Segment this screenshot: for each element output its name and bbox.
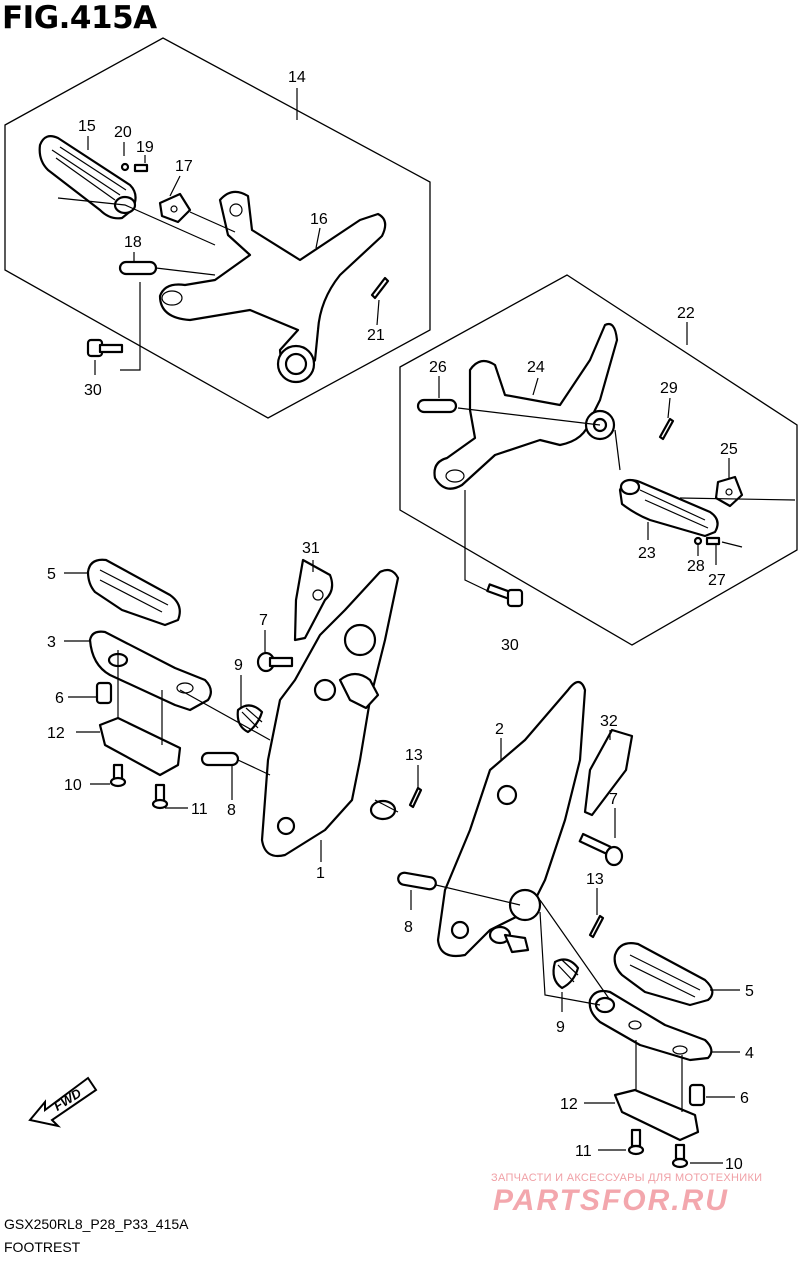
bolt-left [86, 338, 124, 358]
callout-29: 29 [660, 380, 678, 397]
callout-7-right: 7 [609, 791, 618, 808]
rear-bracket-left [158, 190, 387, 384]
front-footrest-rubber-right [613, 942, 714, 1007]
screw-11-left [151, 783, 169, 810]
small-bolt-6-left [95, 681, 113, 705]
figure-caption: FOOTREST [4, 1239, 81, 1255]
front-bracket-left [260, 568, 400, 858]
callout-6-right: 6 [740, 1090, 749, 1107]
watermark-tagline: ЗАПЧАСТИ И АКСЕССУАРЫ ДЛЯ МОТОТЕХНИКИ [491, 1172, 763, 1184]
spring-9-right [552, 958, 580, 990]
rear-pin-left [118, 260, 158, 276]
callout-12-left: 12 [47, 725, 65, 742]
callout-21: 21 [367, 327, 385, 344]
callout-5-right: 5 [745, 983, 754, 1000]
callout-11-right: 11 [575, 1143, 592, 1160]
bolt-7-right [578, 832, 624, 867]
callout-24: 24 [527, 359, 545, 376]
screw-10-left [109, 763, 127, 788]
callout-31: 31 [302, 540, 320, 557]
callout-10-right: 10 [725, 1156, 743, 1173]
callout-13-left: 13 [405, 747, 423, 764]
callout-16: 16 [310, 211, 328, 228]
rear-cover-plate-left [158, 192, 192, 224]
screw-11-right [627, 1128, 645, 1156]
callout-23: 23 [638, 545, 656, 562]
figure-title: FIG.415A [2, 0, 157, 36]
callout-19: 19 [136, 139, 154, 156]
callout-13-right: 13 [586, 871, 604, 888]
callout-32: 32 [600, 713, 618, 730]
small-ball-right [693, 536, 703, 546]
callout-22: 22 [677, 305, 695, 322]
callout-30-upper: 30 [84, 382, 102, 399]
pin-8-right [397, 871, 437, 891]
guard-plate-31 [293, 558, 334, 642]
callout-18: 18 [124, 234, 142, 251]
callout-3: 3 [47, 634, 56, 651]
callout-27: 27 [708, 572, 726, 589]
callout-30-lower: 30 [501, 637, 519, 654]
rear-cover-plate-right [714, 475, 744, 508]
callout-17: 17 [175, 158, 193, 175]
guard-plate-32 [583, 728, 634, 817]
callout-6-left: 6 [55, 690, 64, 707]
cotter-pin-left [370, 276, 390, 300]
front-footrest-right [588, 989, 713, 1062]
callout-4: 4 [745, 1045, 754, 1062]
callout-8-left: 8 [227, 802, 236, 819]
callout-7-left: 7 [259, 612, 268, 629]
callout-9-right: 9 [556, 1019, 565, 1036]
cotter-pin-right [658, 417, 675, 441]
leader-lines-14 [57, 88, 380, 375]
callout-15: 15 [78, 118, 96, 135]
callout-11-left: 11 [191, 801, 208, 818]
callout-25: 25 [720, 441, 738, 458]
leader-lines-front-left [64, 560, 419, 862]
small-spring-left [133, 163, 149, 173]
stopper-left [98, 650, 182, 777]
spring-9-left [236, 704, 264, 734]
callout-2: 2 [495, 721, 504, 738]
callout-9-left: 9 [234, 657, 243, 674]
screw-10-right [671, 1143, 689, 1169]
callout-26: 26 [429, 359, 447, 376]
small-bolt-6-right [688, 1083, 706, 1107]
bolt-right [486, 583, 524, 608]
callout-14: 14 [288, 69, 306, 86]
callout-28: 28 [687, 558, 705, 575]
watermark-logo: PARTSFOR.RU [493, 1184, 729, 1217]
stopper-right [613, 1040, 700, 1142]
front-bracket-right [436, 680, 587, 958]
model-code: GSX250RL8_P28_P33_415A [4, 1216, 189, 1232]
cotter-13-left [408, 786, 423, 809]
assembly-frame-14 [4, 37, 431, 419]
callout-10-left: 10 [64, 777, 82, 794]
callout-20: 20 [114, 124, 132, 141]
rear-pin-right [416, 398, 458, 414]
callout-5-left: 5 [47, 566, 56, 583]
leader-lines-front-right [410, 730, 740, 1164]
rear-footrest-right-peg [618, 478, 719, 538]
rear-bracket-right [433, 322, 619, 490]
bolt-7-left [256, 651, 294, 673]
leader-lines-22 [438, 322, 796, 593]
callout-12-right: 12 [560, 1096, 578, 1113]
callout-8-right: 8 [404, 919, 413, 936]
pin-8-left [200, 751, 240, 767]
fwd-arrow-icon: FWD [28, 1076, 98, 1128]
cotter-13-right [588, 914, 605, 939]
front-footrest-rubber-left [86, 558, 181, 627]
small-ball-left [120, 162, 130, 172]
assembly-frame-22 [399, 274, 798, 646]
small-spring-right [705, 536, 721, 546]
callout-1: 1 [316, 865, 325, 882]
callout-numbers: 14 15 20 19 17 16 18 21 30 22 26 24 29 2… [47, 69, 754, 1173]
